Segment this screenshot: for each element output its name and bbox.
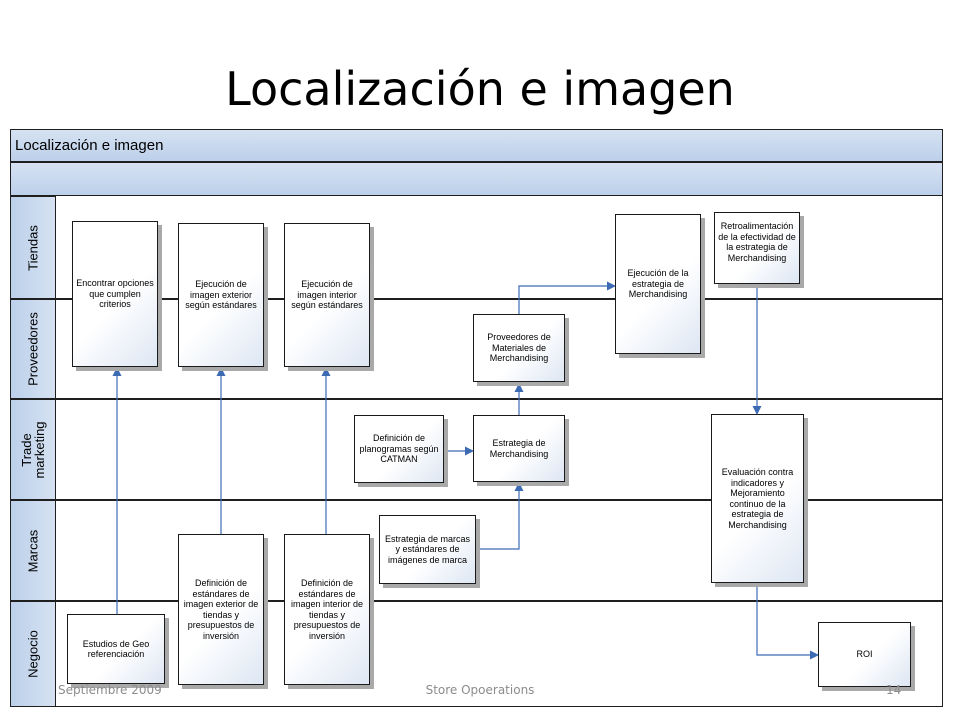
lane-separator	[56, 600, 943, 602]
process-box-text: Definición de estándares de imagen inter…	[290, 578, 364, 641]
pool-header: Localización e imagen	[10, 129, 943, 162]
process-box-estudios-geo: Estudios de Geo referenciación	[67, 614, 165, 684]
lane-label-proveedores: Proveedores	[10, 299, 56, 399]
process-box-encontrar: Encontrar opciones que cumplen criterios	[72, 221, 158, 367]
process-box-text: Retroalimentación de la efectividad de l…	[718, 221, 796, 263]
lane-label-marcas: Marcas	[10, 500, 56, 601]
process-box-text: Definición de planogramas según CATMAN	[359, 433, 439, 465]
process-box-text: Ejecución de la estrategia de Merchandis…	[627, 268, 689, 300]
process-box-text: ROI	[856, 649, 873, 660]
process-box-definicion-exterior: Definición de estándares de imagen exter…	[178, 534, 264, 685]
process-box-estrategia-marcas: Estrategia de marcas y estándares de imá…	[379, 515, 476, 584]
pool-phase-band	[10, 162, 943, 196]
process-box-ejecucion-exterior: Ejecución de imagen exterior según están…	[178, 223, 264, 367]
process-box-text: Proveedores de Materiales de Merchandisi…	[487, 332, 551, 364]
process-box-ejecucion-merchandising: Ejecución de la estrategia de Merchandis…	[615, 214, 701, 354]
process-box-text: Estrategia de marcas y estándares de imá…	[384, 533, 471, 565]
process-box-text: Estudios de Geo referenciación	[82, 638, 150, 660]
lane-separator	[56, 398, 943, 400]
footer-title: Store Opoerations	[425, 683, 535, 697]
arrow-evaluacion-to-roi	[756, 584, 819, 660]
arrow-marcas-to-estrategia	[476, 482, 524, 550]
process-box-text: Ejecución de imagen interior según están…	[291, 279, 363, 311]
arrow-proveedores-to-ejecmerch	[518, 281, 616, 314]
lane-separator	[56, 499, 943, 501]
process-box-text: Encontrar opciones que cumplen criterios	[76, 278, 154, 310]
lane-label-tiendas: Tiendas	[10, 196, 56, 299]
process-box-definicion-planogramas: Definición de planogramas según CATMAN	[354, 415, 444, 483]
process-box-roi: ROI	[818, 622, 911, 687]
pool-title: Localización e imagen	[15, 137, 164, 154]
process-box-evaluacion: Evaluación contra indicadores y Mejorami…	[711, 414, 804, 583]
footer-date: Septiembre 2009	[58, 683, 162, 697]
lane-label-negocio: Negocio	[10, 601, 56, 707]
lane-label-trade-marketing: Trade marketing	[10, 399, 56, 500]
process-box-estrategia-merchandising: Estrategia de Merchandising	[473, 415, 565, 482]
process-box-retroalimentacion: Retroalimentación de la efectividad de l…	[714, 212, 800, 284]
slide-title: Localización e imagen	[225, 62, 735, 116]
process-box-proveedores-materiales: Proveedores de Materiales de Merchandisi…	[473, 314, 565, 382]
footer-page-number: 14	[886, 683, 902, 697]
process-box-ejecucion-interior: Ejecución de imagen interior según están…	[284, 223, 370, 367]
process-box-text: Definición de estándares de imagen exter…	[183, 578, 259, 641]
process-box-text: Evaluación contra indicadores y Mejorami…	[721, 467, 794, 530]
process-box-text: Estrategia de Merchandising	[489, 438, 549, 459]
process-box-text: Ejecución de imagen exterior según están…	[185, 279, 257, 311]
process-box-definicion-interior: Definición de estándares de imagen inter…	[284, 534, 370, 685]
lane-separator	[56, 298, 943, 300]
